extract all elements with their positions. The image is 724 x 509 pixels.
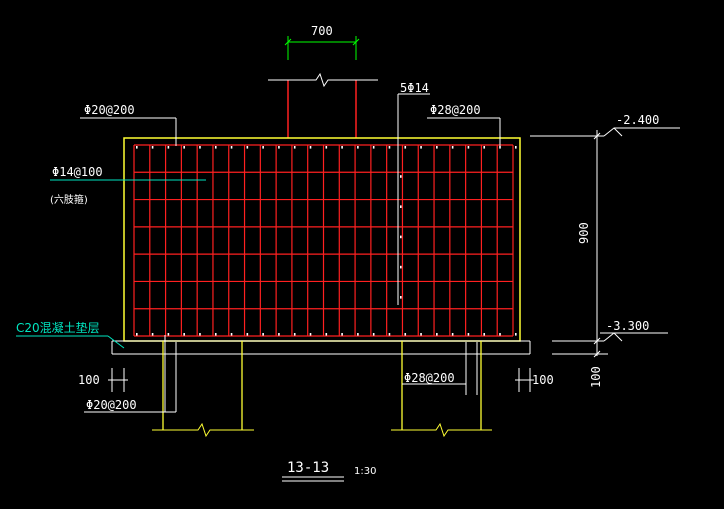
top-left-spec-label: Φ20@200 (84, 103, 135, 117)
bottom-bar-dot (246, 333, 249, 336)
top-bar-dot (151, 146, 154, 149)
top-bar-dot (499, 146, 501, 149)
bottom-bar-dot (515, 333, 517, 336)
leader-top-left (80, 117, 177, 146)
column-break-line (268, 72, 378, 88)
scale-label: 1:30 (354, 466, 376, 477)
left-offset-dimension (108, 368, 128, 392)
elevation-bottom-mark (552, 332, 668, 342)
pile-left-bars (164, 335, 177, 412)
side-bar-dot (400, 296, 402, 299)
top-bar-dot (214, 146, 217, 149)
bottom-bar-dot (372, 333, 375, 336)
bottom-bar-dot (420, 333, 422, 336)
top-bar-dot (483, 146, 486, 149)
bottom-bar-dot (309, 333, 312, 336)
pile-right (401, 341, 482, 430)
bottom-bar-dot (436, 333, 438, 336)
bottom-bar-dot (230, 333, 233, 336)
bottom-bar-dot (388, 333, 391, 336)
bottom-bar-dot (293, 333, 296, 336)
pile-right-spec-label: Φ28@200 (404, 371, 455, 385)
top-right-spec-label: Φ28@200 (430, 103, 481, 117)
bottom-bar-dot (278, 333, 280, 336)
pile-left (162, 341, 243, 430)
column-width-label: 700 (311, 24, 333, 38)
top-bar-dot (199, 146, 201, 149)
bottom-bar-dot (167, 333, 170, 336)
top-bar-dot (372, 146, 375, 149)
top-bar-dot (388, 146, 391, 149)
bottom-bar-dot (451, 333, 454, 336)
top-bar-dot (246, 146, 249, 149)
top-bars-label: 5Φ14 (400, 81, 429, 95)
stirrup-spec-label: Φ14@100 (52, 165, 103, 179)
pile-right-bars (465, 342, 478, 395)
bottom-bar-dot (325, 333, 328, 336)
height-label: 900 (577, 222, 591, 244)
pile-right-break (391, 422, 492, 438)
bottom-bar-dot (404, 333, 407, 336)
elevation-top-mark (530, 127, 680, 137)
bottom-bar-dot (483, 333, 486, 336)
leader-top-bars (397, 93, 430, 305)
side-bar-dot (400, 175, 402, 178)
bottom-bar-dot (499, 333, 501, 336)
bottom-bar-dot (183, 333, 185, 336)
bottom-bar-dot (199, 333, 201, 336)
rebar-dots (136, 146, 517, 336)
bottom-bar-dot (357, 333, 359, 336)
top-bar-dot (230, 146, 233, 149)
right-offset-dimension (515, 368, 534, 392)
bottom-bar-dot (214, 333, 217, 336)
bottom-bar-dot (136, 333, 138, 336)
column-stub (287, 80, 357, 138)
top-bar-dot (278, 146, 280, 149)
right-offset-label: 100 (532, 373, 554, 387)
leader-top-right (427, 117, 501, 146)
top-bar-dot (136, 146, 138, 149)
top-bar-dot (341, 146, 343, 149)
side-bar-dot (400, 235, 402, 239)
section-title-underline (282, 476, 344, 482)
side-bar-dot (400, 265, 402, 269)
leader-cushion (16, 335, 125, 349)
top-bar-dot (293, 146, 296, 149)
bottom-bar-dot (262, 333, 264, 336)
top-bar-dot (451, 146, 454, 149)
top-bar-dot (420, 146, 422, 149)
top-bar-dot (167, 146, 170, 149)
bottom-bar-dot (467, 333, 470, 336)
side-bar-dot (400, 205, 402, 208)
top-bar-dot (515, 146, 517, 149)
top-bar-dot (357, 146, 359, 149)
stirrup-note-label: (六肢箍) (50, 193, 88, 206)
bottom-bar-dot (341, 333, 343, 336)
section-title: 13-13 (287, 460, 329, 476)
rebar-grid (133, 144, 514, 337)
height-dimension (552, 130, 608, 358)
bottom-bar-dot (151, 333, 154, 336)
top-bar-dot (262, 146, 264, 149)
top-bar-dot (183, 146, 185, 149)
column-width-dimension (284, 36, 360, 60)
left-offset-label: 100 (78, 373, 100, 387)
pile-left-spec-label: Φ20@200 (86, 398, 137, 412)
top-bar-dot (436, 146, 438, 149)
cushion-layer (111, 340, 531, 355)
pile-left-break (152, 422, 254, 438)
bottom-offset-vertical-label: 100 (589, 366, 603, 388)
cushion-label: C20混凝土垫层 (16, 320, 100, 335)
top-bar-dot (325, 146, 328, 149)
top-bar-dot (467, 146, 470, 149)
beam-outline (123, 137, 521, 342)
elevation-top-label: -2.400 (616, 113, 659, 127)
elevation-bottom-label: -3.300 (606, 319, 649, 333)
top-bar-dot (404, 146, 407, 149)
top-bar-dot (309, 146, 312, 149)
